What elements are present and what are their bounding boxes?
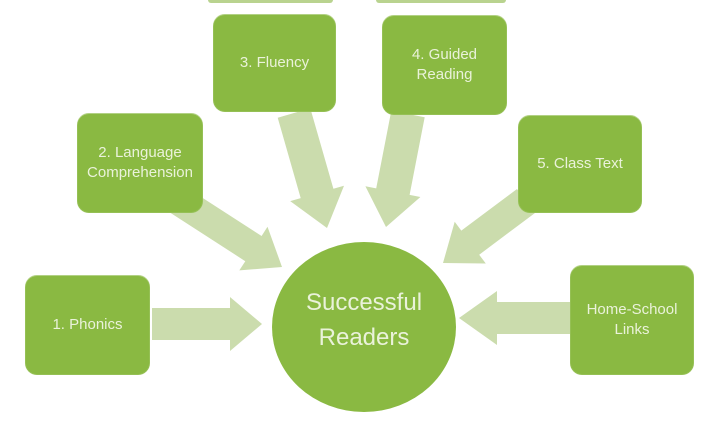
node-language-comprehension: 2. Language Comprehension [77, 113, 203, 213]
arrow-home-school-links [459, 291, 570, 345]
node-language-comprehension-label: 2. Language Comprehension [87, 144, 193, 181]
cropped-box-artifact-left [208, 0, 333, 3]
node-fluency: 3. Fluency [213, 14, 336, 112]
arrow-guided-reading [365, 110, 425, 227]
node-phonics-label: 1. Phonics [52, 316, 123, 334]
node-home-school-links-label: Home-School Links [586, 301, 678, 338]
arrow-fluency [277, 108, 344, 228]
node-class-text: 5. Class Text [518, 115, 642, 213]
cropped-box-artifact-right [376, 0, 506, 3]
node-fluency-label: 3. Fluency [239, 54, 310, 72]
node-home-school-links: Home-School Links [570, 265, 694, 375]
node-guided-reading: 4. Guided Reading [382, 15, 507, 115]
arrow-class-text [443, 189, 535, 264]
arrow-phonics [152, 297, 262, 351]
center-circle-label: Successful Readers [305, 289, 423, 351]
node-class-text-label: 5. Class Text [537, 155, 623, 173]
center-circle-successful-readers: Successful Readers [272, 242, 456, 412]
node-guided-reading-label: 4. Guided Reading [411, 46, 478, 83]
node-phonics: 1. Phonics [25, 275, 150, 375]
